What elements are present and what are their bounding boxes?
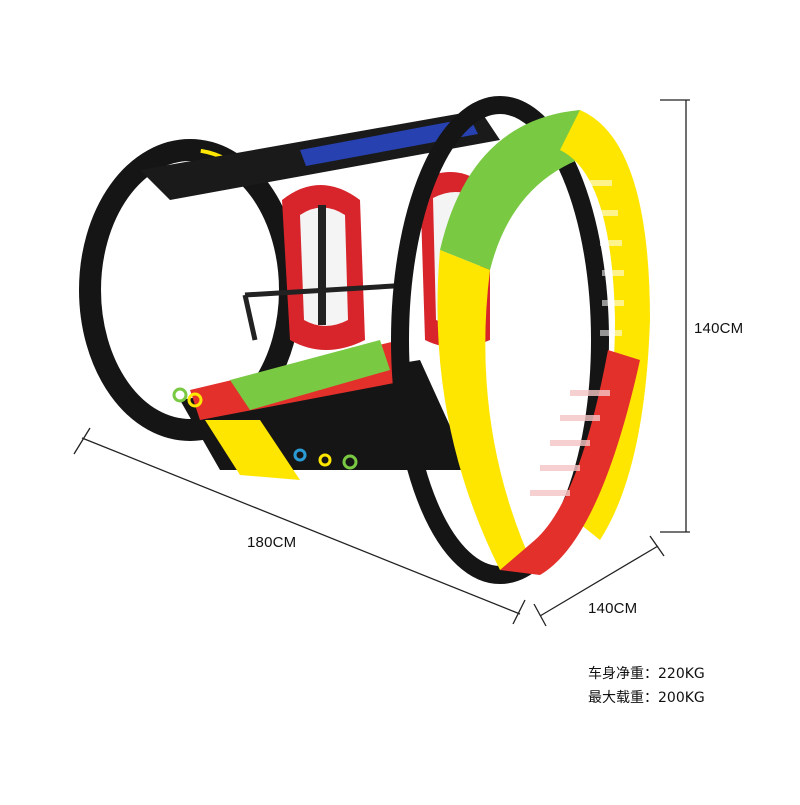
- seat-left: [282, 185, 365, 350]
- ride-vehicle-photo: [79, 96, 650, 584]
- width-label: 140CM: [588, 600, 638, 617]
- length-dimension-line: [73, 427, 526, 625]
- height-dimension-line: [660, 99, 690, 533]
- height-label: 140CM: [694, 320, 744, 337]
- width-dimension-line: [533, 535, 665, 627]
- net-weight-spec: 车身净重：220KG: [588, 666, 705, 682]
- length-label: 180CM: [247, 534, 297, 551]
- max-load-spec: 最大载重：200KG: [588, 690, 705, 706]
